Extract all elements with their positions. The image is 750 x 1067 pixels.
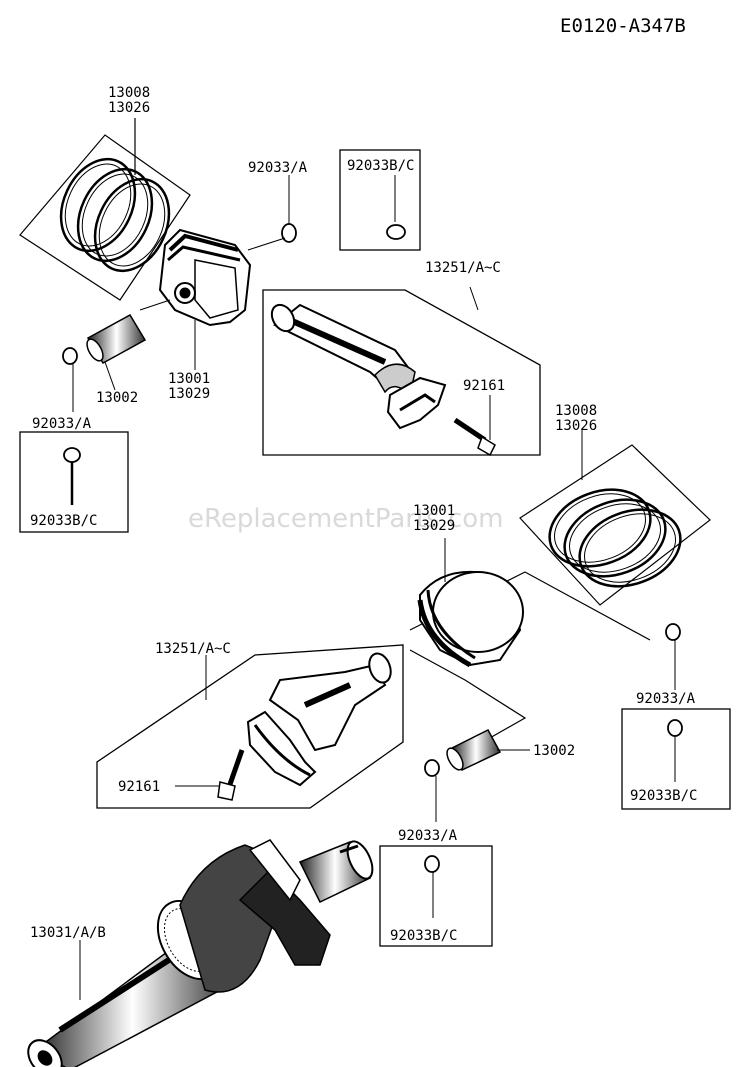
leader-pin-piston — [139, 299, 171, 311]
clip-small-right — [667, 719, 683, 737]
clip-box-left — [19, 431, 129, 533]
label-bolt-top: 92161 — [463, 378, 505, 394]
label-pin-right: 13002 — [533, 743, 575, 759]
label-crankshaft: 13031/A/B — [30, 925, 106, 941]
leader-piston-clip — [247, 237, 286, 251]
rod-box-bottom — [96, 644, 404, 809]
label-clip-top: 92033/A — [248, 160, 308, 176]
connecting-rod-bottom — [246, 652, 392, 787]
label-rings-right-a: 13008 — [555, 403, 597, 419]
connecting-rod-top — [270, 303, 447, 430]
clip-box-bottom — [379, 845, 493, 947]
label-piston-right-a: 13001 — [413, 503, 455, 519]
label-clip-left: 92033/A — [32, 416, 92, 432]
label-clip-box-left: 92033B/C — [30, 513, 97, 529]
label-clip-bottom: 92033/A — [398, 828, 458, 844]
label-clip-box-top: 92033B/C — [347, 158, 414, 174]
label-pin-left: 13002 — [96, 390, 138, 406]
label-rings-right-b: 13026 — [555, 418, 597, 434]
piston-rings-right — [519, 444, 711, 606]
bolt-top — [453, 417, 496, 457]
label-piston-top-b: 13029 — [168, 386, 210, 402]
bolt-bottom — [217, 749, 245, 801]
clip-top — [281, 223, 297, 243]
crankshaft — [27, 839, 374, 1067]
clip-box-top — [339, 149, 421, 251]
piston-pin-right — [446, 729, 502, 772]
diagram-id: E0120-A347B — [560, 15, 686, 37]
clip-small-left — [63, 447, 81, 463]
label-rings-top-b: 13026 — [108, 100, 150, 116]
leader-pin-left — [104, 361, 116, 391]
clip-small-top — [386, 224, 406, 240]
clip-bottom — [424, 759, 440, 777]
label-clip-box-right: 92033B/C — [630, 788, 697, 804]
label-rings-top-a: 13008 — [108, 85, 150, 101]
label-rod-bottom: 13251/A~C — [155, 641, 231, 657]
piston-right-outline-b — [409, 649, 527, 756]
label-piston-top-a: 13001 — [168, 371, 210, 387]
piston-pin-left — [86, 313, 147, 365]
clip-small-bottom — [424, 855, 440, 873]
label-clip-right: 92033/A — [636, 691, 696, 707]
piston-top — [158, 228, 252, 327]
clip-left — [62, 347, 78, 365]
leader-rod-top — [469, 286, 479, 311]
clip-right — [665, 623, 681, 641]
label-rod-top: 13251/A~C — [425, 260, 501, 276]
rod-box-top — [262, 289, 541, 456]
watermark: eReplacementParts.com — [188, 504, 504, 534]
label-clip-box-bottom: 92033B/C — [390, 928, 457, 944]
label-piston-right-b: 13029 — [413, 518, 455, 534]
clip-box-right — [621, 708, 731, 810]
label-bolt-bottom: 92161 — [118, 779, 160, 795]
piston-right — [417, 570, 524, 668]
